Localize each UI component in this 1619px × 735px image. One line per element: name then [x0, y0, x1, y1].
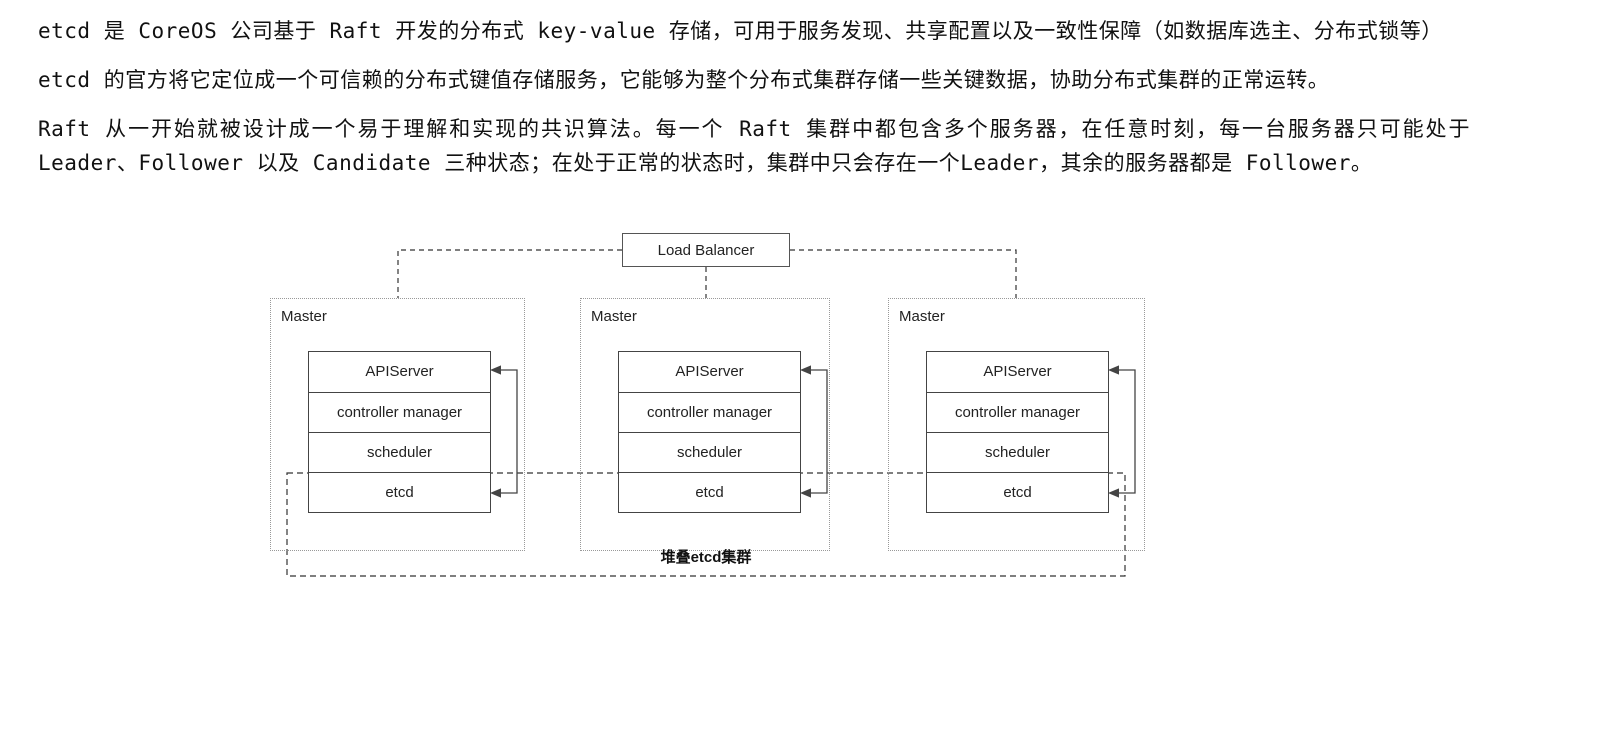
scheduler-box: scheduler — [309, 432, 490, 473]
apiserver-box: APIServer — [927, 352, 1108, 393]
article-text: etcd 是 CoreOS 公司基于 Raft 开发的分布式 key-value… — [0, 0, 1530, 180]
controller-manager-box: controller manager — [309, 392, 490, 433]
master3-arrow-into-etcd-icon — [1108, 488, 1119, 498]
master-2-component-stack: APIServer controller manager scheduler e… — [618, 351, 801, 514]
master-1-box: Master APIServer controller manager sche… — [270, 298, 525, 552]
apiserver-box: APIServer — [309, 352, 490, 393]
master-1-component-stack: APIServer controller manager scheduler e… — [308, 351, 491, 514]
master3-api-etcd-loop — [1118, 369, 1136, 494]
master-3-component-stack: APIServer controller manager scheduler e… — [926, 351, 1109, 514]
stacked-etcd-cluster-label: 堆叠etcd集群 — [660, 549, 752, 567]
stacked-etcd-diagram: Load Balancer Master APIServer controlle… — [0, 216, 1619, 621]
master1-arrow-into-etcd-icon — [490, 488, 501, 498]
master2-api-etcd-loop — [810, 369, 828, 494]
diagram-connector-lines — [286, 249, 1136, 577]
master-3-label: Master — [899, 308, 945, 326]
controller-manager-box: controller manager — [619, 392, 800, 433]
etcd-box: etcd — [927, 472, 1108, 513]
lb-to-master1-line — [397, 249, 622, 299]
master1-api-etcd-loop — [500, 369, 518, 494]
master1-arrow-into-apiserver-icon — [490, 365, 501, 375]
controller-manager-box: controller manager — [927, 392, 1108, 433]
load-balancer-box: Load Balancer — [622, 233, 790, 268]
scheduler-box: scheduler — [619, 432, 800, 473]
master3-arrow-into-apiserver-icon — [1108, 365, 1119, 375]
scheduler-box: scheduler — [927, 432, 1108, 473]
etcd-box: etcd — [619, 472, 800, 513]
apiserver-box: APIServer — [619, 352, 800, 393]
master-3-box: Master APIServer controller manager sche… — [888, 298, 1145, 552]
load-balancer-label: Load Balancer — [657, 241, 755, 259]
master-2-label: Master — [591, 308, 637, 326]
master2-arrow-into-etcd-icon — [800, 488, 811, 498]
master-1-label: Master — [281, 308, 327, 326]
master2-arrow-into-apiserver-icon — [800, 365, 811, 375]
etcd-cluster-dashed-rect — [286, 472, 1126, 577]
paragraph-raft: Raft 从一开始就被设计成一个易于理解和实现的共识算法。每一个 Raft 集群… — [38, 117, 1470, 176]
paragraph-etcd-official: etcd 的官方将它定位成一个可信赖的分布式键值存储服务，它能够为整个分布式集群… — [38, 68, 1330, 93]
master-2-box: Master APIServer controller manager sche… — [580, 298, 830, 552]
lb-to-master3-line — [790, 249, 1017, 299]
paragraph-etcd-intro: etcd 是 CoreOS 公司基于 Raft 开发的分布式 key-value… — [38, 19, 1443, 43]
etcd-box: etcd — [309, 472, 490, 513]
